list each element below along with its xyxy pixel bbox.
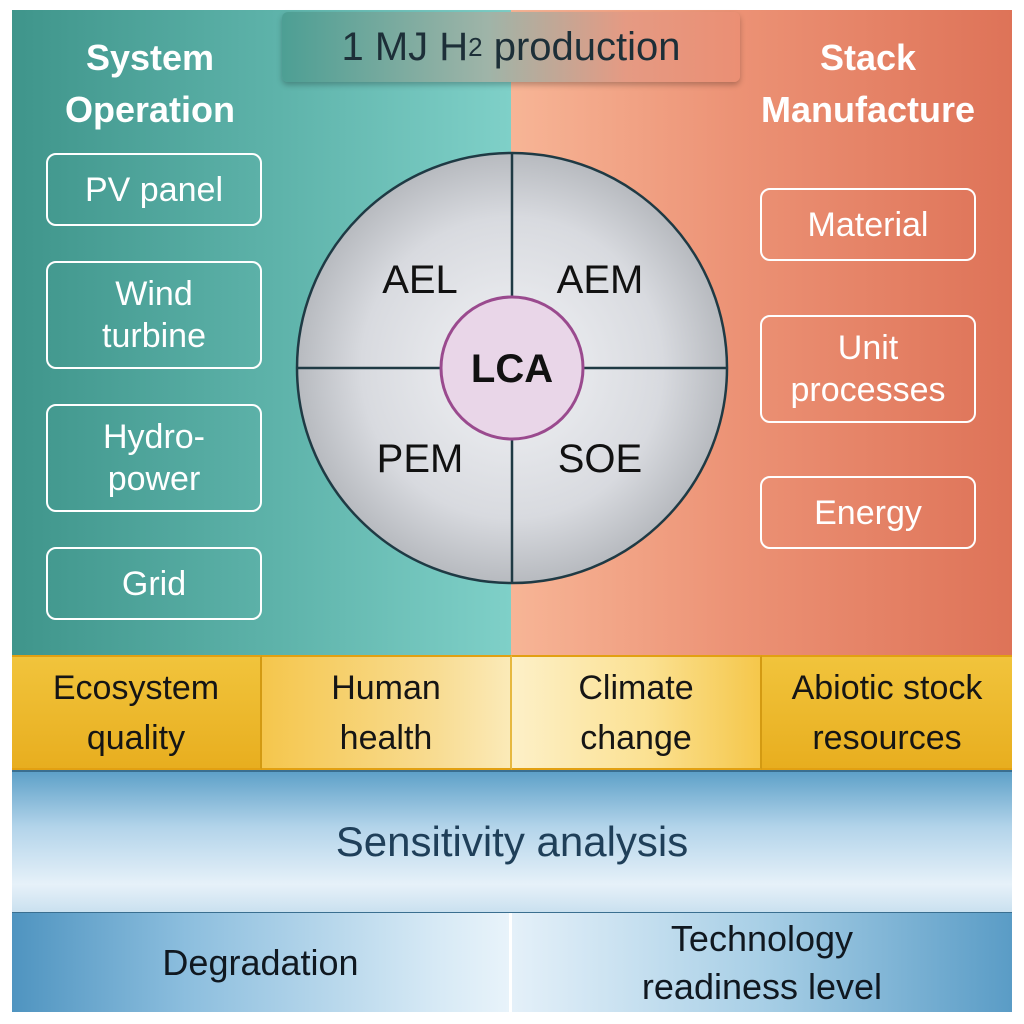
sensitivity-analysis-band: Sensitivity analysis (12, 770, 1012, 913)
hydropower-box: Hydro-power (46, 404, 262, 512)
energy-box: Energy (760, 476, 976, 549)
material-box: Material (760, 188, 976, 261)
pv-panel-box: PV panel (46, 153, 262, 226)
stack-manufacture-heading: Stack Manufacture (760, 37, 976, 130)
lca-label: LCA (471, 347, 553, 391)
sensitivity-top-border (12, 770, 1012, 772)
quadrant-ael: AEL (382, 258, 458, 302)
quadrant-aem: AEM (557, 258, 644, 302)
quadrant-soe: SOE (558, 437, 642, 481)
lca-diagram: System Operation Stack Manufacture 1 MJ … (12, 10, 1012, 1012)
electrolyzer-circle: AEL AEM PEM SOE LCA (295, 151, 729, 585)
system-operation-heading: System Operation (64, 37, 235, 130)
quadrant-pem: PEM (377, 437, 464, 481)
lca-center-circle (439, 295, 585, 441)
grid-box: Grid (46, 547, 262, 620)
degradation-box: Degradation (12, 913, 512, 1012)
